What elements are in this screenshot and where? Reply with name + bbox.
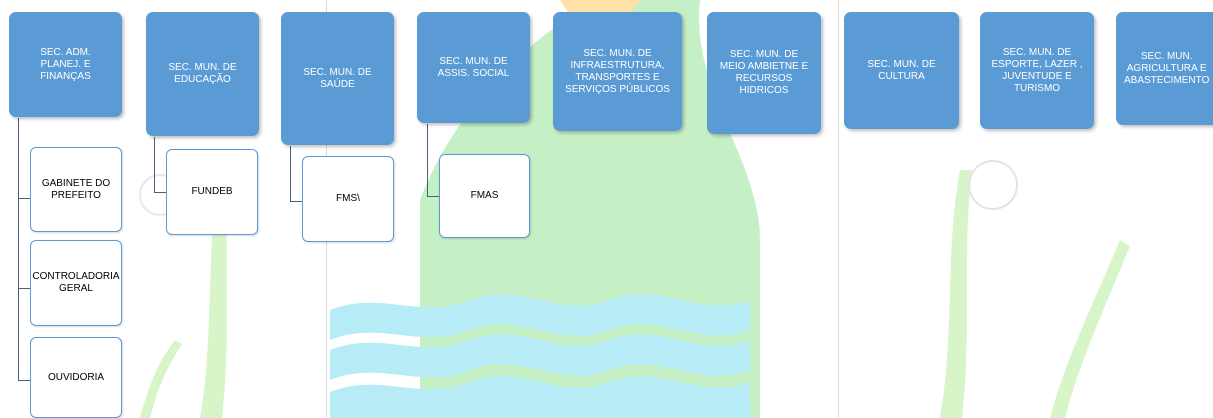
sec-assis-label: SEC. MUN. DE ASSIS. SOCIAL	[437, 55, 510, 79]
controladoria-box: CONTROLADORIA GERAL	[30, 240, 122, 326]
fundeb-box: FUNDEB	[166, 149, 258, 235]
sec-meio-box: SEC. MUN. DE MEIO AMBIETNE E RECURSOS HI…	[707, 12, 821, 134]
sec-meio-label: SEC. MUN. DE MEIO AMBIETNE E RECURSOS HI…	[719, 49, 809, 96]
connector-line	[18, 118, 31, 381]
sec-agricultura-label: SEC. MUN. AGRICULTURA E ABASTECIMENTO	[1124, 50, 1210, 86]
ouvidoria-box: OUVIDORIA	[30, 337, 122, 418]
fms-box: FMS\	[302, 156, 394, 242]
page-divider	[838, 0, 839, 418]
fms-label: FMS\	[336, 193, 360, 204]
gabinete-box: GABINETE DO PREFEITO	[30, 147, 122, 232]
fundeb-label: FUNDEB	[191, 186, 233, 197]
sec-adm-box: SEC. ADM. PLANEJ. E FINANÇAS	[9, 12, 122, 117]
sec-cultura-label: SEC. MUN. DE CULTURA	[867, 58, 936, 82]
sec-adm-label: SEC. ADM. PLANEJ. E FINANÇAS	[40, 46, 91, 82]
sec-educacao-box: SEC. MUN. DE EDUCAÇÃO	[146, 12, 259, 136]
sec-assis-box: SEC. MUN. DE ASSIS. SOCIAL	[417, 12, 530, 123]
ouvidoria-label: OUVIDORIA	[47, 371, 105, 383]
sec-esporte-box: SEC. MUN. DE ESPORTE, LAZER , JUVENTUDE …	[980, 12, 1094, 129]
sec-infra-label: SEC. MUN. DE INFRAESTRUTURA, TRANSPORTES…	[565, 47, 670, 95]
sec-saude-box: SEC. MUN. DE SAÚDE	[281, 12, 394, 145]
controladoria-label: CONTROLADORIA GERAL	[32, 271, 120, 294]
fmas-label: FMAS	[470, 190, 499, 201]
sec-cultura-box: SEC. MUN. DE CULTURA	[844, 12, 959, 129]
sec-agricultura-box: SEC. MUN. AGRICULTURA E ABASTECIMENTO	[1116, 12, 1213, 125]
sec-esporte-label: SEC. MUN. DE ESPORTE, LAZER , JUVENTUDE …	[991, 46, 1083, 94]
sec-educacao-label: SEC. MUN. DE EDUCAÇÃO	[168, 62, 237, 85]
sec-infra-box: SEC. MUN. DE INFRAESTRUTURA, TRANSPORTES…	[553, 12, 682, 131]
sec-saude-label: SEC. MUN. DE SAÚDE	[303, 66, 372, 90]
connector-line	[154, 137, 167, 193]
gabinete-label: GABINETE DO PREFEITO	[41, 177, 111, 201]
connector-line	[427, 124, 440, 197]
connector-line	[290, 146, 303, 202]
fmas-box: FMAS	[439, 154, 530, 238]
